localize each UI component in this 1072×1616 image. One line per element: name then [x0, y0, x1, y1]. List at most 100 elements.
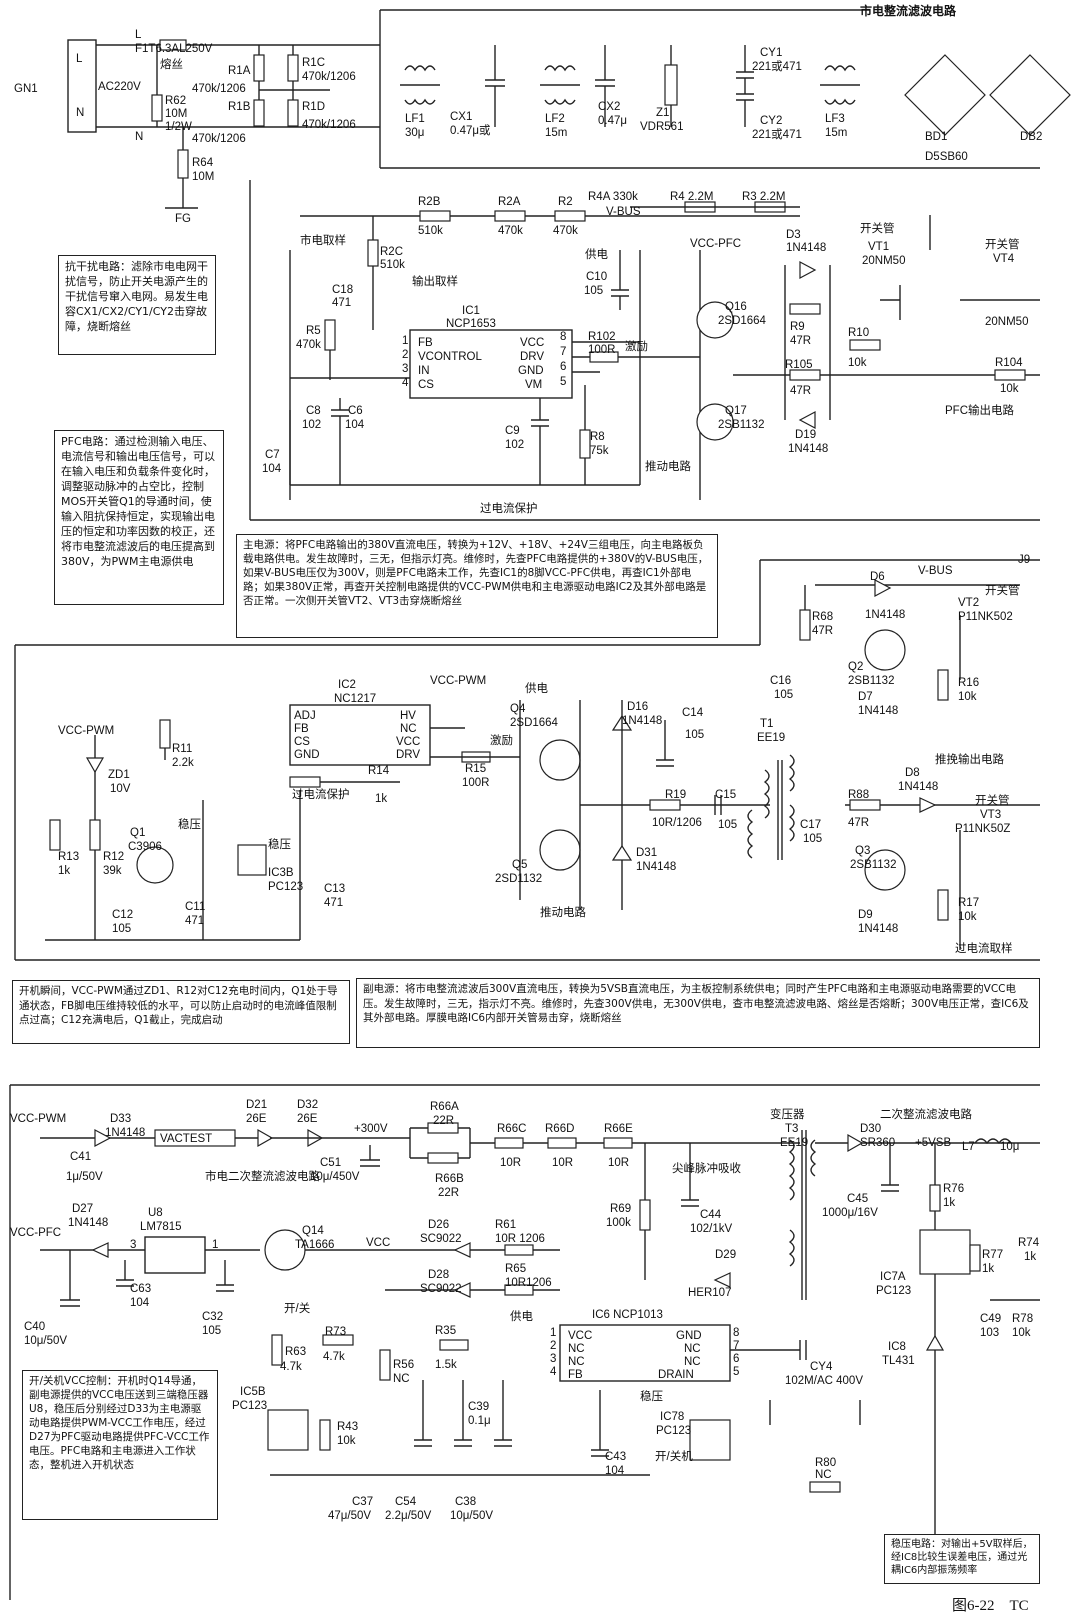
label-lf2v: 15m: [545, 127, 567, 139]
label-r1c: R1C: [302, 57, 325, 69]
label-r62: R62: [165, 95, 186, 107]
label-ac220: AC220V: [98, 81, 141, 93]
label-c7: C7: [265, 449, 280, 461]
label-excite: 激励: [625, 339, 648, 353]
label-c51: C51: [320, 1157, 341, 1169]
label-r66dv: 10R: [552, 1157, 573, 1169]
label-c9: C9: [505, 425, 520, 437]
label-q17v: 2SB1132: [718, 419, 764, 431]
label-ic6-ncd: NC: [684, 1356, 701, 1368]
label-r80v: NC: [815, 1469, 832, 1481]
label-q17: Q17: [725, 405, 747, 417]
label-vt1t: 开关管: [860, 221, 895, 235]
label-d8v: 1N4148: [898, 781, 938, 793]
label-ic2-cs: CS: [294, 736, 310, 748]
label-l: L: [76, 53, 83, 65]
label-r102: R102: [588, 331, 616, 343]
label-r2a: R2A: [498, 196, 521, 208]
label-d26: D26: [428, 1219, 449, 1231]
label-r12: R12: [103, 851, 124, 863]
label-d32v: 26E: [297, 1113, 318, 1125]
label-d3: D3: [786, 229, 801, 241]
label-q4v: 2SD1664: [510, 717, 559, 729]
label-r1b: R1B: [228, 101, 251, 113]
label-c37: C37: [352, 1496, 373, 1508]
label-r102v: 100R: [588, 344, 616, 356]
label-vt4: VT4: [993, 253, 1015, 265]
label-c13: C13: [324, 883, 345, 895]
label-c45v: 1000μ/16V: [822, 1207, 878, 1219]
label-ic1-p5: 5: [560, 376, 566, 388]
label-d6: D6: [870, 571, 885, 583]
label-ic1-p4: 4: [402, 377, 409, 389]
label-r2b: R2B: [418, 196, 441, 208]
label-ic1-cs: CS: [418, 379, 434, 391]
label-r69: R69: [610, 1203, 631, 1215]
label-c49: C49: [980, 1313, 1001, 1325]
label-cy1v: 221或471: [752, 60, 802, 73]
label-c10: C10: [586, 271, 607, 283]
label-d28: D28: [428, 1269, 449, 1281]
label-z1: Z1: [656, 107, 669, 119]
label-cx1v: 0.47μ或: [450, 124, 491, 137]
label-cx2: CX2: [598, 101, 620, 113]
label-r66b: R66B: [435, 1173, 464, 1185]
label-zd1v: 10V: [110, 783, 131, 795]
label-j9: J9: [1018, 554, 1030, 566]
label-r2av: 470k: [498, 225, 523, 237]
label-ic1-vcc: VCC: [520, 337, 544, 349]
label-r5: R5: [306, 325, 321, 337]
label-vcc-node: VCC: [366, 1237, 390, 1249]
label-cx1: CX1: [450, 111, 472, 123]
label-push-pull: 推挽输出电路: [935, 752, 1004, 766]
label-d16v: 1N4148: [622, 715, 662, 727]
label-t1: T1: [760, 718, 773, 730]
section-title-rectifier: 市电整流滤波电路: [860, 4, 957, 18]
label-r78v: 10k: [1012, 1327, 1031, 1339]
label-ic2p: NC1217: [334, 693, 376, 705]
label-r35: R35: [435, 1325, 456, 1337]
label-r9v: 47R: [790, 335, 811, 347]
label-mains-secondary: 市电二次整流滤波电路: [205, 1169, 320, 1183]
label-c41: C41: [70, 1151, 91, 1163]
label-vccpwm3: VCC-PWM: [10, 1113, 66, 1125]
label-r1cv: 470k/1206: [302, 71, 356, 83]
label-r105v: 47R: [790, 385, 811, 397]
label-c6: C6: [348, 405, 363, 417]
label-c37v: 47μ/50V: [328, 1510, 371, 1522]
label-d33v: 1N4148: [105, 1127, 145, 1139]
note-main-power: 主电源：将PFC电路输出的380V直流电压，转换为+12V、+18V、+24V三…: [236, 534, 718, 638]
label-cy1: CY1: [760, 47, 782, 59]
label-r77: R77: [982, 1249, 1003, 1261]
label-r66av: 22R: [433, 1115, 454, 1127]
label-c9v: 102: [505, 439, 524, 451]
label-u8-p1: 1: [212, 1239, 218, 1251]
label-ic2-fb: FB: [294, 723, 309, 735]
label-l7: L7: [962, 1141, 975, 1153]
label-r66c: R66C: [497, 1123, 526, 1135]
label-d19: D19: [795, 429, 816, 441]
label-ic6-ncc: NC: [684, 1343, 701, 1355]
label-ic6-fb: FB: [568, 1369, 583, 1381]
label-vt3: VT3: [980, 809, 1001, 821]
label-r66bv: 22R: [438, 1187, 459, 1199]
label-vccpwm: VCC-PWM: [430, 675, 486, 687]
label-d26v: SC9022: [420, 1233, 462, 1245]
label-lf3v: 15m: [825, 127, 847, 139]
label-r13v: 1k: [58, 865, 70, 877]
label-t3: T3: [785, 1123, 798, 1135]
label-d29: D29: [715, 1249, 736, 1261]
input-filter-section: [67, 9, 1071, 209]
label-d7v: 1N4148: [858, 705, 898, 717]
note-aux-power: 副电源：将市电整流滤波后300V直流电压，转换为5VSB直流电压，为主板控制系统…: [356, 978, 1040, 1048]
label-ic1-gnd: GND: [518, 365, 544, 377]
label-her107: HER107: [688, 1287, 731, 1299]
label-vccpwm2: VCC-PWM: [58, 725, 114, 737]
label-ic2-hv: HV: [400, 710, 416, 722]
label-d30v: SR360: [860, 1137, 895, 1149]
label-d27: D27: [72, 1203, 93, 1215]
label-r88: R88: [848, 789, 869, 801]
label-vccpfc: VCC-PFC: [690, 238, 741, 250]
label-d30: D30: [860, 1123, 881, 1135]
label-r66a: R66A: [430, 1101, 459, 1113]
